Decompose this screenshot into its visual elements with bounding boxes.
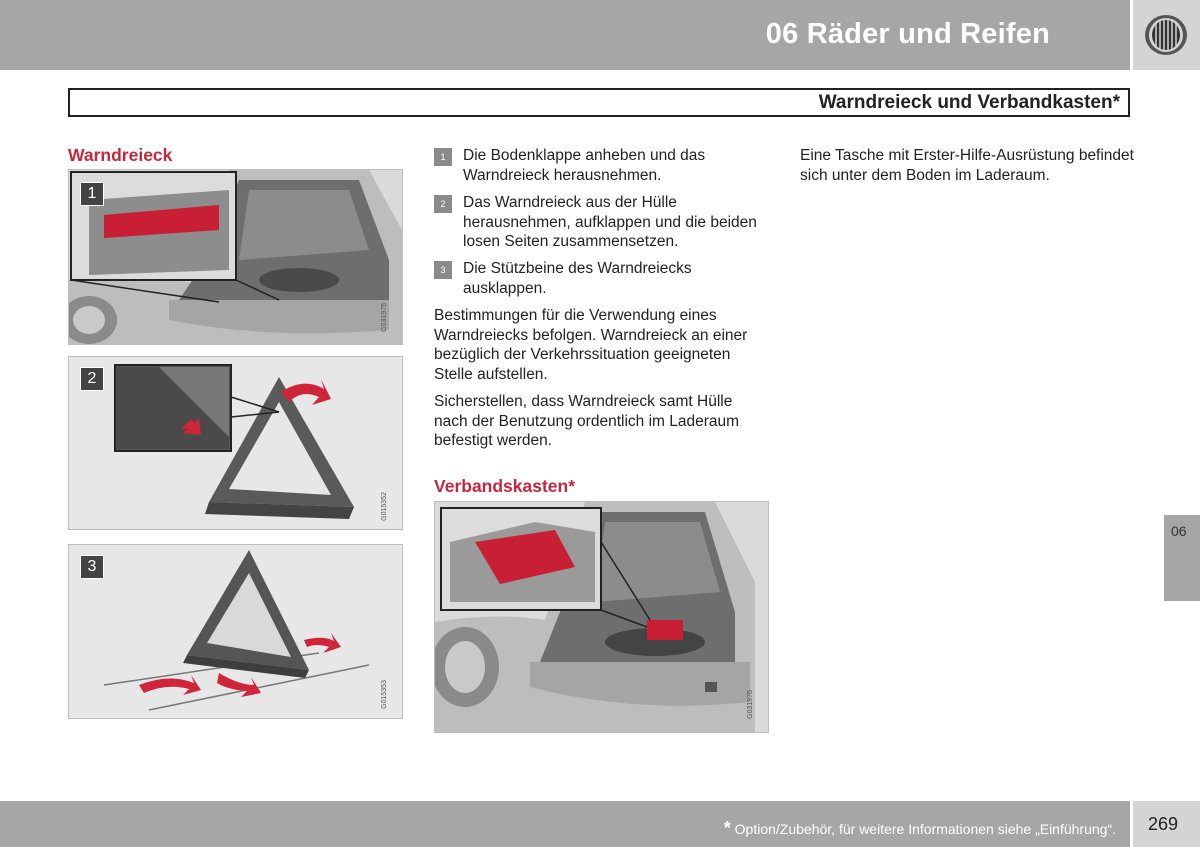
figure-code-3: G015353 xyxy=(381,680,388,709)
figure-code-first-aid: G031976 xyxy=(747,690,754,719)
figure-label-3: 3 xyxy=(80,555,104,579)
step-text-1: Die Bodenklappe anheben und das Warndrei… xyxy=(463,147,706,184)
first-aid-illustration xyxy=(435,502,768,732)
chapter-icon-box xyxy=(1133,0,1200,70)
section-title-bar: Warndreieck und Verbandkasten* xyxy=(68,88,1130,117)
step-number-3: 3 xyxy=(434,261,452,279)
figure-first-aid-kit: G031976 xyxy=(434,501,769,733)
trunk-illustration xyxy=(69,170,402,344)
step-text-3: Die Stützbeine des Warndreiecks ausklapp… xyxy=(463,260,692,297)
footnote-text: Option/Zubehör, für weitere Informatione… xyxy=(730,821,1116,837)
figure-3-legs: 3 G015353 xyxy=(68,544,403,719)
paragraph-first-aid: Eine Tasche mit Erster-Hilfe-Ausrüstung … xyxy=(800,147,1134,184)
section-title: Warndreieck und Verbandkasten* xyxy=(818,92,1120,113)
legs-illustration xyxy=(69,545,402,718)
footnote-star: * xyxy=(723,818,731,838)
page-number: 269 xyxy=(1148,814,1179,834)
heading-verbandskasten: Verbandskasten* xyxy=(434,476,576,496)
chapter-side-tab: 06 xyxy=(1164,515,1200,601)
chapter-side-tab-label: 06 xyxy=(1171,523,1187,539)
footer-bar: * Option/Zubehör, für weitere Informatio… xyxy=(0,801,1130,847)
step-3: 3 Die Stützbeine des Warndreiecks auskla… xyxy=(434,259,769,298)
figure-label-1: 1 xyxy=(80,182,104,206)
step-text-2: Das Warndreieck aus der Hülle herausnehm… xyxy=(463,194,757,250)
figure-label-2: 2 xyxy=(80,367,104,391)
paragraph-storage: Sicherstellen, dass Warndreieck samt Hül… xyxy=(434,393,740,449)
step-1: 1 Die Bodenklappe anheben und das Warndr… xyxy=(434,146,769,185)
step-number-2: 2 xyxy=(434,195,452,213)
heading-warndreieck: Warndreieck xyxy=(68,145,173,165)
step-2: 2 Das Warndreieck aus der Hülle herausne… xyxy=(434,193,769,252)
tire-icon xyxy=(1145,15,1187,55)
page-number-box: 269 xyxy=(1133,801,1200,847)
figure-code-1: G031975 xyxy=(381,303,388,332)
unfold-illustration xyxy=(69,357,402,529)
figure-2-unfold: 2 G015352 xyxy=(68,356,403,530)
figure-code-2: G015352 xyxy=(381,492,388,521)
figure-1-trunk: 1 G031975 xyxy=(68,169,403,345)
chapter-title: 06 Räder und Reifen xyxy=(765,18,1050,50)
footnote: * Option/Zubehör, für weitere Informatio… xyxy=(724,818,1116,839)
step-number-1: 1 xyxy=(434,148,452,166)
header-bar: 06 Räder und Reifen xyxy=(0,0,1130,70)
paragraph-regulations: Bestimmungen für die Verwendung eines Wa… xyxy=(434,307,748,383)
